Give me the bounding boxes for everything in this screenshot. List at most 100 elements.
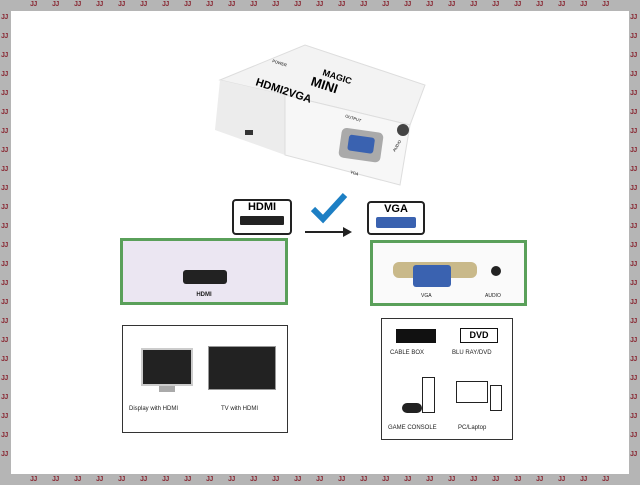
border-mark: JJ (1, 147, 8, 154)
target-label: GAME CONSOLE (388, 425, 437, 431)
border-mark: JJ (404, 1, 411, 8)
border-mark: JJ (1, 375, 8, 382)
border-mark: JJ (492, 1, 499, 8)
border-mark: JJ (558, 1, 565, 8)
border-mark: JJ (630, 394, 637, 401)
border-mark: JJ (602, 1, 609, 8)
border-mark: JJ (250, 1, 257, 8)
border-mark: JJ (316, 476, 323, 483)
border-mark: JJ (630, 166, 637, 173)
border-mark: JJ (1, 280, 8, 287)
border-mark: JJ (630, 337, 637, 344)
target-devices-panel: DVD CABLE BOX BLU RAY/DVD GAME CONSOLE P… (381, 318, 513, 440)
border-mark: JJ (630, 147, 637, 154)
border-mark: JJ (1, 413, 8, 420)
border-mark: JJ (630, 318, 637, 325)
border-mark: JJ (1, 33, 8, 40)
border-mark: JJ (514, 476, 521, 483)
target-label: CABLE BOX (390, 350, 425, 356)
border-mark: JJ (118, 1, 125, 8)
border-mark: JJ (630, 71, 637, 78)
border-mark: JJ (1, 432, 8, 439)
border-mark: JJ (1, 318, 8, 325)
border-mark: JJ (360, 476, 367, 483)
hdmi-input-panel: HDMI (120, 238, 288, 305)
border-mark: JJ (630, 451, 637, 458)
vga-port-icon (413, 265, 451, 287)
border-mark: JJ (514, 1, 521, 8)
border-mark: JJ (162, 1, 169, 8)
border-mark: JJ (140, 476, 147, 483)
border-mark: JJ (426, 1, 433, 8)
border-mark: JJ (630, 356, 637, 363)
border-mark: JJ (96, 476, 103, 483)
border-mark: JJ (74, 1, 81, 8)
border-mark: JJ (272, 1, 279, 8)
border-mark: JJ (30, 1, 37, 8)
border-mark: JJ (1, 223, 8, 230)
border-mark: JJ (404, 476, 411, 483)
border-mark: JJ (338, 1, 345, 8)
border-mark: JJ (1, 90, 8, 97)
border-mark: JJ (492, 476, 499, 483)
source-label: Display with HDMI (129, 406, 179, 412)
border-mark: JJ (228, 1, 235, 8)
border-mark: JJ (316, 1, 323, 8)
audio-jack-icon (491, 266, 501, 276)
border-mark: JJ (30, 476, 37, 483)
source-devices-panel: Display with HDMI TV with HDMI (122, 325, 288, 433)
border-mark: JJ (1, 52, 8, 59)
audio-port-label: AUDIO (485, 293, 501, 299)
border-mark: JJ (426, 476, 433, 483)
border-mark: JJ (1, 451, 8, 458)
border-mark: JJ (1, 337, 8, 344)
console-icon (422, 377, 435, 413)
border-mark: JJ (206, 476, 213, 483)
border-mark: JJ (630, 413, 637, 420)
border-mark: JJ (338, 476, 345, 483)
border-mark: JJ (74, 476, 81, 483)
border-mark: JJ (184, 1, 191, 8)
border-mark: JJ (536, 476, 543, 483)
target-label: BLU RAY/DVD (452, 350, 492, 356)
border-mark: JJ (250, 476, 257, 483)
border-mark: JJ (206, 1, 213, 8)
vga-port-icon (376, 217, 416, 228)
border-mark: JJ (382, 476, 389, 483)
border-mark: JJ (630, 242, 637, 249)
border-mark: JJ (52, 476, 59, 483)
border-mark: JJ (470, 476, 477, 483)
power-label: POWER (272, 58, 288, 67)
border-mark: JJ (630, 299, 637, 306)
border-mark: JJ (630, 90, 637, 97)
pc-icon (456, 381, 488, 403)
border-mark: JJ (1, 109, 8, 116)
vga-tag-text: VGA (384, 203, 408, 215)
border-mark: JJ (448, 476, 455, 483)
border-mark: JJ (1, 185, 8, 192)
dvd-icon: DVD (460, 328, 498, 343)
vga-output-panel: VGA AUDIO (370, 240, 527, 306)
check-icon (310, 192, 348, 224)
border-mark: JJ (630, 128, 637, 135)
border-mark: JJ (294, 476, 301, 483)
border-mark: JJ (1, 299, 8, 306)
border-mark: JJ (630, 375, 637, 382)
hdmi-port-icon (240, 216, 284, 225)
vga-label: VGA (350, 169, 360, 176)
check-arrow (305, 192, 352, 237)
border-mark: JJ (630, 280, 637, 287)
border-mark: JJ (558, 476, 565, 483)
converter-device: MAGIC MINI HDMI2VGA POWER OUTPUT VGA AUD… (215, 44, 426, 186)
border-mark: JJ (630, 52, 637, 59)
border-mark: JJ (360, 1, 367, 8)
hdmi-port-icon (183, 270, 227, 284)
tv-icon (208, 346, 276, 390)
cable-box-icon (396, 329, 436, 343)
audio-label: AUDIO (392, 139, 403, 152)
border-mark: JJ (1, 166, 8, 173)
border-mark: JJ (382, 1, 389, 8)
border-mark: JJ (1, 14, 8, 21)
border-mark: JJ (162, 476, 169, 483)
border-mark: JJ (630, 223, 637, 230)
